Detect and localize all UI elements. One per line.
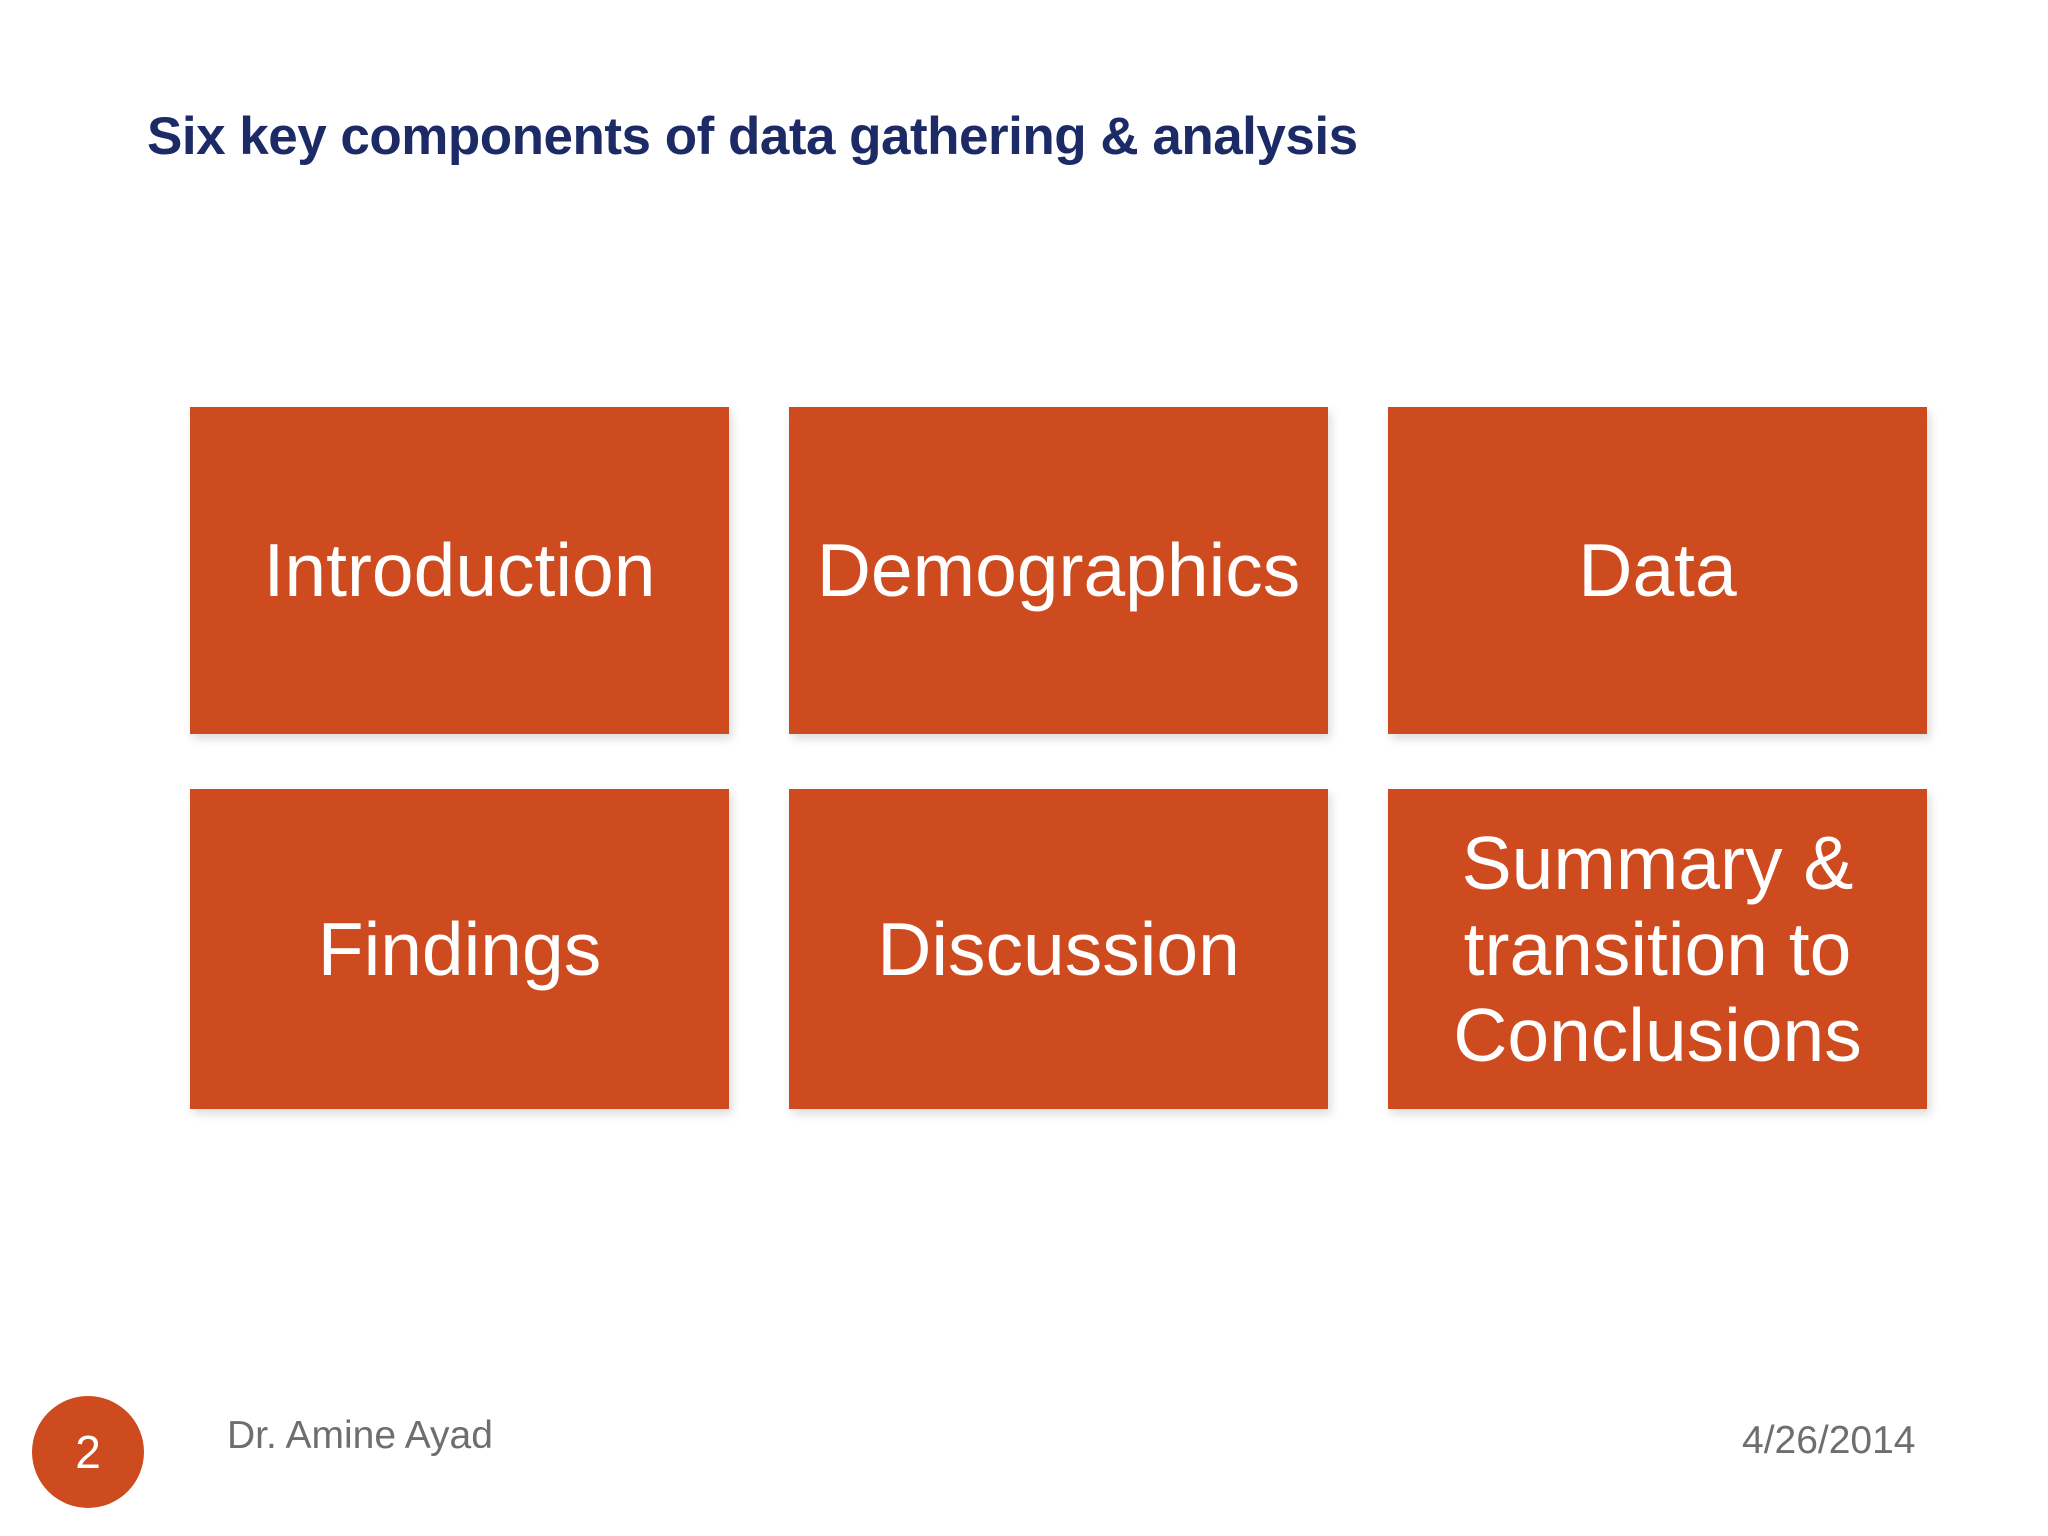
page-number-badge: 2 [32, 1396, 144, 1508]
component-box-discussion: Discussion [789, 789, 1328, 1109]
component-box-demographics: Demographics [789, 407, 1328, 734]
footer-date: 4/26/2014 [1742, 1419, 1916, 1462]
component-box-data: Data [1388, 407, 1927, 734]
component-box-introduction: Introduction [190, 407, 729, 734]
component-box-grid: Introduction Demographics Data Findings … [190, 407, 1927, 1109]
component-box-findings: Findings [190, 789, 729, 1109]
component-box-summary-transition-conclusions: Summary & transition to Conclusions [1388, 789, 1927, 1109]
page-number: 2 [75, 1426, 101, 1478]
slide-title: Six key components of data gathering & a… [147, 107, 1358, 166]
footer-author: Dr. Amine Ayad [227, 1414, 493, 1457]
